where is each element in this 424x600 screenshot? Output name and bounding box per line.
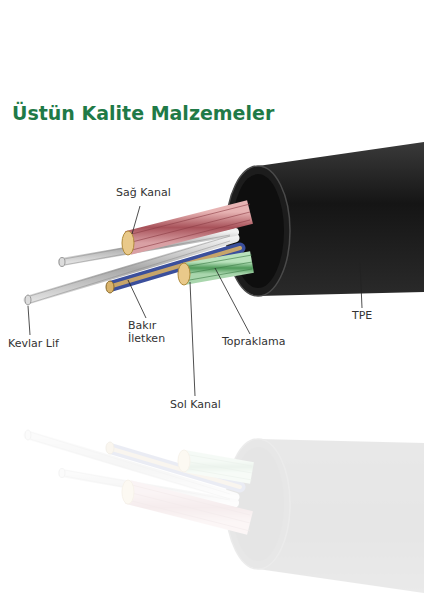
part-label: Kevlar Lif [8, 337, 88, 350]
part-label: Bakır İletken [128, 319, 180, 345]
part-label: TPE [352, 309, 402, 322]
part-label: Topraklama [222, 335, 312, 348]
reflection [25, 430, 424, 593]
leader-lines [28, 206, 362, 396]
cable-drawing [25, 142, 424, 305]
part-label: Sağ Kanal [116, 186, 206, 199]
part-label: Sol Kanal [170, 398, 260, 411]
page-title: Üstün Kalite Malzemeler [12, 102, 274, 124]
